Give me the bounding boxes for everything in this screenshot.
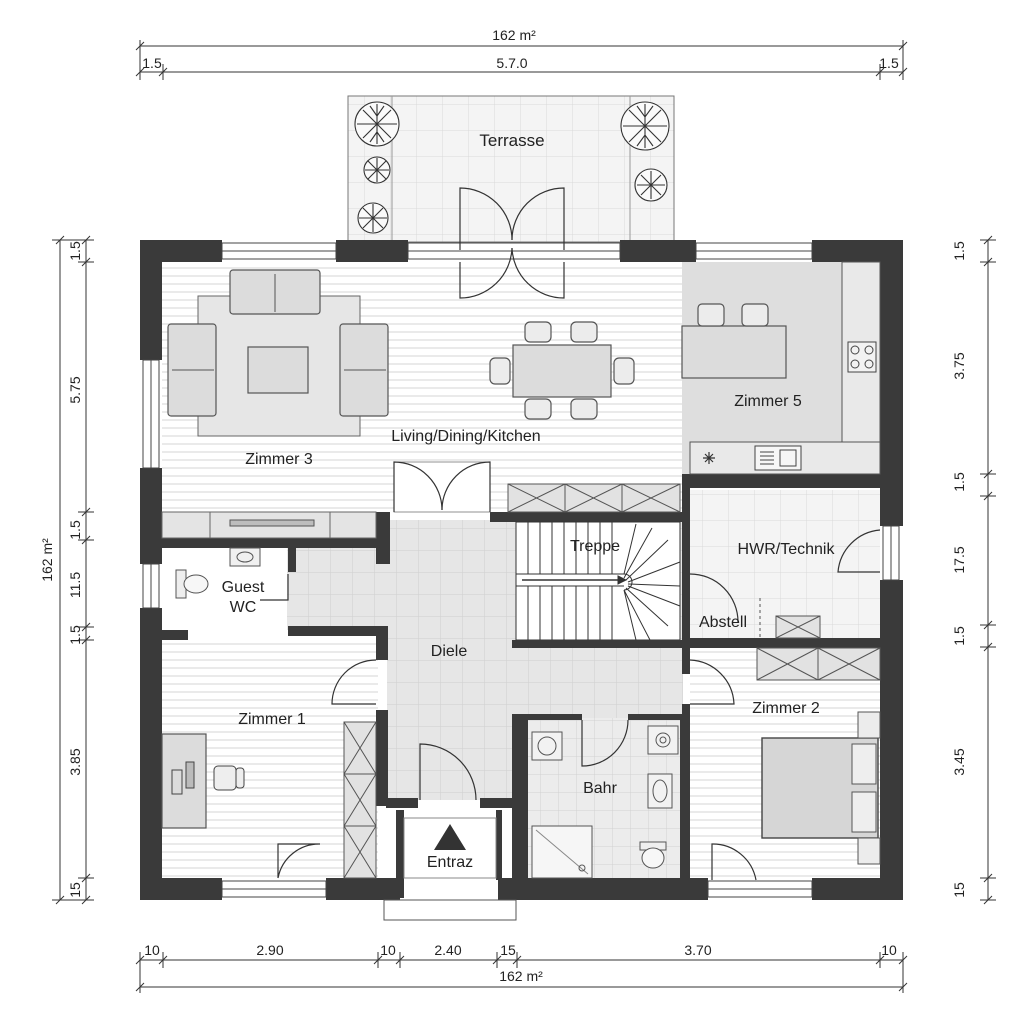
zimmer2-doors: [689, 659, 757, 881]
bed: [761, 711, 881, 865]
room-label-zimmer3: Zimmer 3: [245, 451, 313, 468]
bathroom-fixtures: [531, 719, 679, 879]
sink-icon: [754, 445, 802, 471]
stove-icon: [847, 341, 877, 373]
guest-wc: [175, 547, 289, 601]
zimmer1-wardrobe: [343, 721, 377, 879]
dining-table: [489, 321, 635, 420]
dim-right-2: 3.75: [951, 352, 967, 379]
dim-right-4: 17.5: [951, 546, 967, 573]
dim-left-6: 3.85: [67, 748, 83, 775]
tree-icon: [354, 101, 670, 234]
desk: [161, 733, 245, 829]
dim-top-center: 5.7.0: [496, 55, 527, 71]
room-label-zimmer5: Zimmer 5: [734, 393, 802, 410]
walls: [140, 240, 903, 900]
dim-area-bottom: 162 m²: [499, 968, 543, 984]
living-room-furniture: [167, 269, 389, 437]
room-label-zimmer2: Zimmer 2: [752, 700, 820, 717]
room-label-terrace: Terrasse: [479, 131, 544, 150]
dim-area-left: 162 m²: [39, 538, 55, 582]
entrance-arrow-icon: [434, 824, 466, 850]
sideboard: [161, 511, 377, 539]
dim-left-3: 1.5: [67, 520, 83, 540]
terrace-doors: [459, 187, 565, 299]
room-label-abstell: Abstell: [699, 614, 747, 631]
dim-right-6: 3.45: [951, 748, 967, 775]
dim-left-5: 1.5: [67, 625, 83, 645]
hwr-doors: [689, 529, 881, 638]
room-label-guest-wc-1: Guest: [222, 579, 265, 596]
room-label-hwr: HWR/Technik: [738, 541, 836, 558]
windows: [142, 242, 900, 898]
staircase: [512, 521, 682, 648]
room-label-bahr: Bahr: [583, 780, 617, 797]
room-label-entrance: Entraz: [427, 854, 473, 871]
dim-top-left: 1.5: [142, 55, 162, 71]
dim-left-1: 1.5: [67, 241, 83, 261]
dim-bottom-1: 10: [144, 942, 160, 958]
dim-top-right: 1.5: [879, 55, 899, 71]
wardrobe-zimmer2: [756, 647, 881, 681]
storage-box: [775, 615, 821, 639]
dim-bottom-4: 2.40: [434, 942, 461, 958]
room-label-living: Living/Dining/Kitchen: [391, 428, 540, 445]
room-label-guest-wc-2: WC: [230, 599, 257, 616]
dim-right-5: 1.5: [951, 626, 967, 646]
room-label-zimmer1: Zimmer 1: [238, 711, 306, 728]
zimmer1-doors: [277, 659, 377, 879]
dim-bottom-7: 10: [881, 942, 897, 958]
dim-bottom-3: 10: [380, 942, 396, 958]
room-label-treppe: Treppe: [570, 538, 620, 555]
dim-right-3: 1.5: [951, 472, 967, 492]
dim-bottom-6: 3.70: [684, 942, 711, 958]
dim-right-7: 15: [951, 882, 967, 898]
dim-area-top: 162 m²: [492, 27, 536, 43]
dimension-lines: [52, 40, 996, 993]
room-label-diele: Diele: [431, 643, 468, 660]
dim-bottom-5: 15: [500, 942, 516, 958]
dim-left-2: 5.75: [67, 376, 83, 403]
dim-left-4: 11.5: [67, 572, 83, 598]
fan-icon: [703, 452, 715, 464]
dim-right-1: 1.5: [951, 241, 967, 261]
cabinet: [507, 483, 681, 513]
hall-doors: [393, 461, 491, 513]
dim-left-7: 15: [67, 882, 83, 898]
dim-bottom-2: 2.90: [256, 942, 283, 958]
